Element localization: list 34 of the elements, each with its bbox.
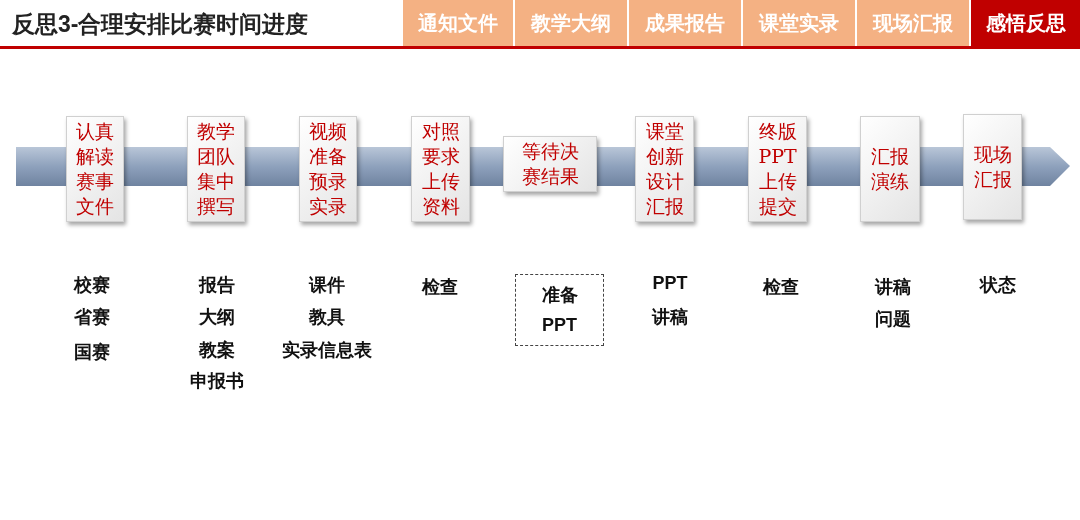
step-note: 申报书 [189, 370, 245, 393]
step-note: 状态 [978, 274, 1017, 297]
step-box: 等待决赛结果 [503, 136, 597, 192]
step-note: 国赛 [73, 341, 111, 364]
step-note: 课件 [307, 274, 346, 297]
step-box: 汇报演练 [860, 116, 920, 222]
page-title: 反思3-合理安排比赛时间进度 [12, 10, 309, 39]
step-box: 课堂创新设计汇报 [635, 116, 694, 222]
nav-tab: 成果报告 [629, 0, 741, 46]
step-note: 省赛 [73, 306, 111, 329]
step-note: PPT [651, 273, 689, 294]
step-box: 终版PPT上传提交 [748, 116, 807, 222]
step-box: 认真解读赛事文件 [66, 116, 124, 222]
step-box: 教学团队集中撰写 [187, 116, 245, 222]
nav-tab: 现场汇报 [857, 0, 969, 46]
nav-tab: 通知文件 [403, 0, 513, 46]
nav-tab: 教学大纲 [515, 0, 627, 46]
step-note: 校赛 [72, 274, 111, 297]
step-box: 视频准备预录实录 [299, 116, 357, 222]
nav-tab: 课堂实录 [743, 0, 855, 46]
step-note: 检查 [761, 276, 800, 299]
dashed-box: 准备 PPT [515, 274, 604, 346]
nav-tab: 感悟反思 [971, 0, 1080, 46]
step-note: 讲稿 [873, 276, 912, 299]
step-box: 对照要求上传资料 [411, 116, 470, 222]
step-box: 现场汇报 [963, 114, 1022, 220]
step-note: 检查 [420, 276, 459, 299]
step-note: 报告 [197, 274, 236, 297]
step-note: 实录信息表 [281, 339, 373, 362]
step-note: 教具 [307, 306, 346, 329]
step-note: 问题 [874, 308, 912, 331]
step-note: 教案 [197, 339, 236, 362]
step-note: 大纲 [198, 306, 236, 329]
step-note: 讲稿 [650, 306, 689, 329]
